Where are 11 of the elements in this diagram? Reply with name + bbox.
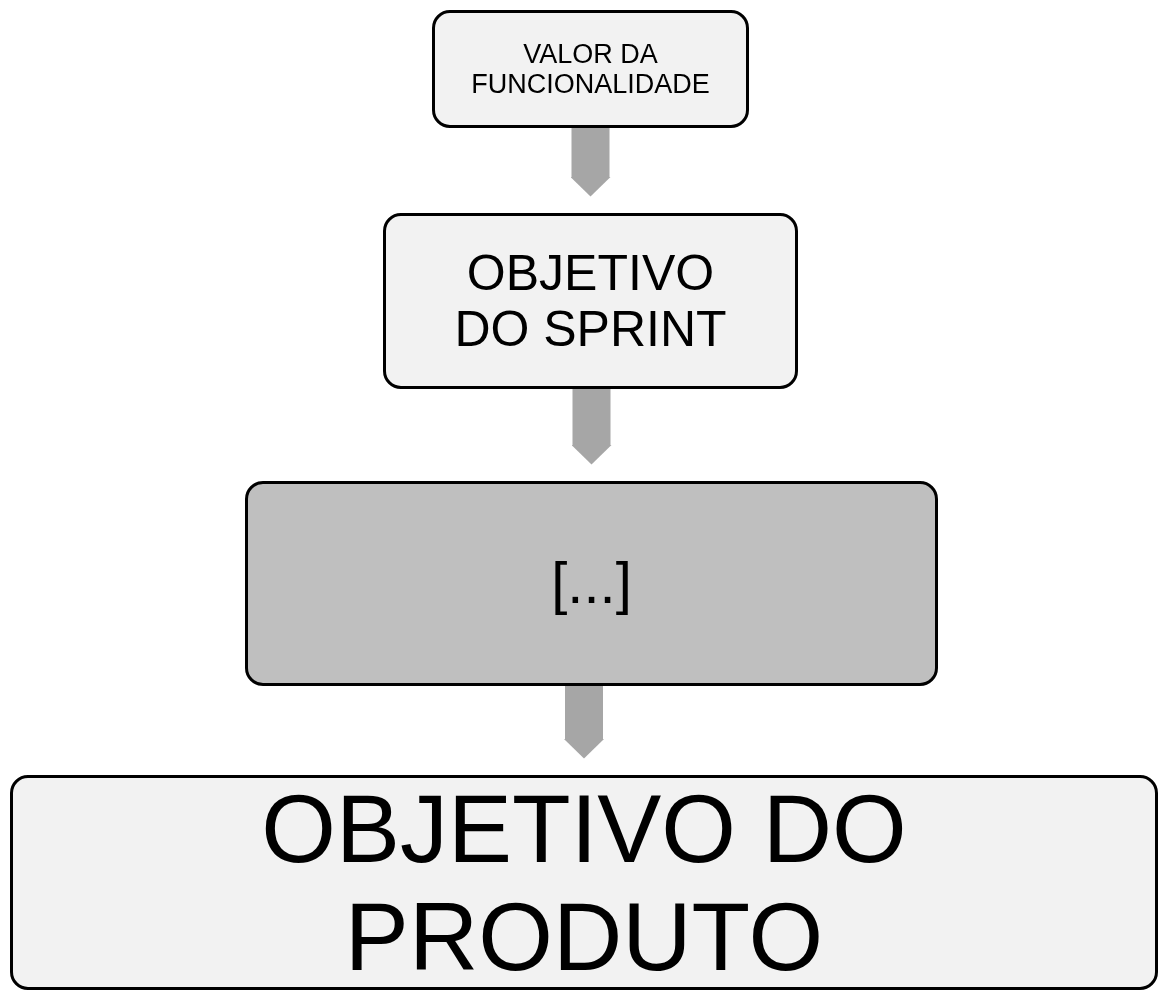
box-label: [...] [551,551,632,616]
process-box [10,775,1158,990]
process-box [383,213,798,389]
block-arrow [564,686,604,759]
box-label: OBJETIVO DO SPRINT [453,245,728,357]
process-box [432,10,749,128]
process-box [245,481,938,686]
box-label: OBJETIVO DO PRODUTO [260,775,908,990]
block-arrow [571,389,612,465]
box-label: VALOR DA FUNCIONALIDADE [470,38,711,100]
block-arrow [570,128,611,197]
